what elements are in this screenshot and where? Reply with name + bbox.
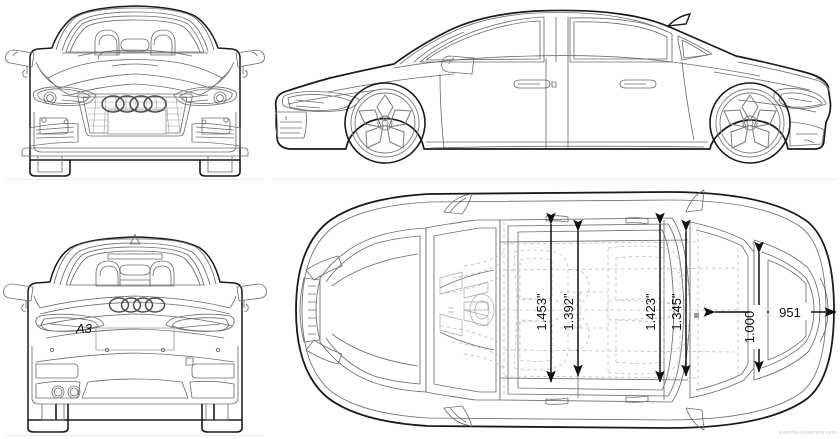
audi-rings-icon xyxy=(101,95,167,113)
ground-line-rear xyxy=(6,435,264,436)
watermark: www.the-blueprints.com xyxy=(778,430,836,436)
ground-line-front xyxy=(6,179,264,180)
audi-rings-icon-rear xyxy=(108,297,166,313)
view-front-elevation xyxy=(0,0,270,182)
ground-line-side xyxy=(272,179,838,180)
view-top-plan xyxy=(268,182,840,439)
view-side-elevation xyxy=(268,0,840,182)
view-rear-elevation: A3 xyxy=(0,230,270,439)
model-badge-a3: A3 xyxy=(75,321,93,336)
